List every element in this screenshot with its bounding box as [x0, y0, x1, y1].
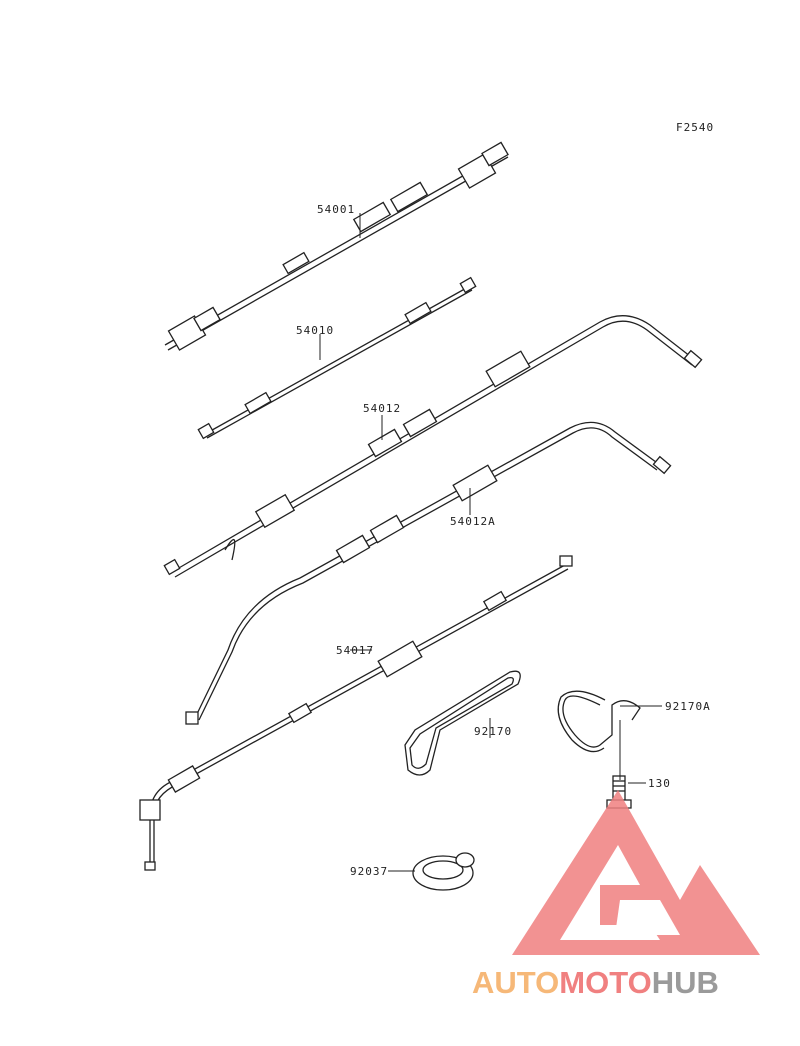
label-54012: 54012 [363, 402, 401, 415]
label-92170A: 92170A [665, 700, 711, 713]
label-92170: 92170 [474, 725, 512, 738]
watermark-moto: MOTO [559, 965, 651, 1000]
label-54012A: 54012A [450, 515, 496, 528]
speedometer-cable [164, 141, 509, 351]
grommet [412, 852, 475, 891]
throttle-cable-upper [163, 315, 703, 578]
label-130: 130 [648, 777, 671, 790]
label-54001: 54001 [317, 203, 355, 216]
automotohub-logo [512, 790, 760, 955]
clamp-b [557, 690, 641, 753]
leader-lines [319, 213, 662, 872]
label-92037: 92037 [350, 865, 388, 878]
clamp-a [404, 670, 521, 776]
watermark-hub: HUB [652, 965, 719, 1000]
throttle-cable-lower [185, 421, 672, 725]
label-54010: 54010 [296, 324, 334, 337]
choke-cable [139, 555, 573, 871]
watermark-text: AUTOMOTOHUB [472, 965, 719, 1000]
figure-code: F2540 [676, 121, 714, 134]
label-54017: 54017 [336, 644, 374, 657]
tachometer-cable [197, 276, 477, 440]
watermark-auto: AUTO [472, 965, 559, 1000]
